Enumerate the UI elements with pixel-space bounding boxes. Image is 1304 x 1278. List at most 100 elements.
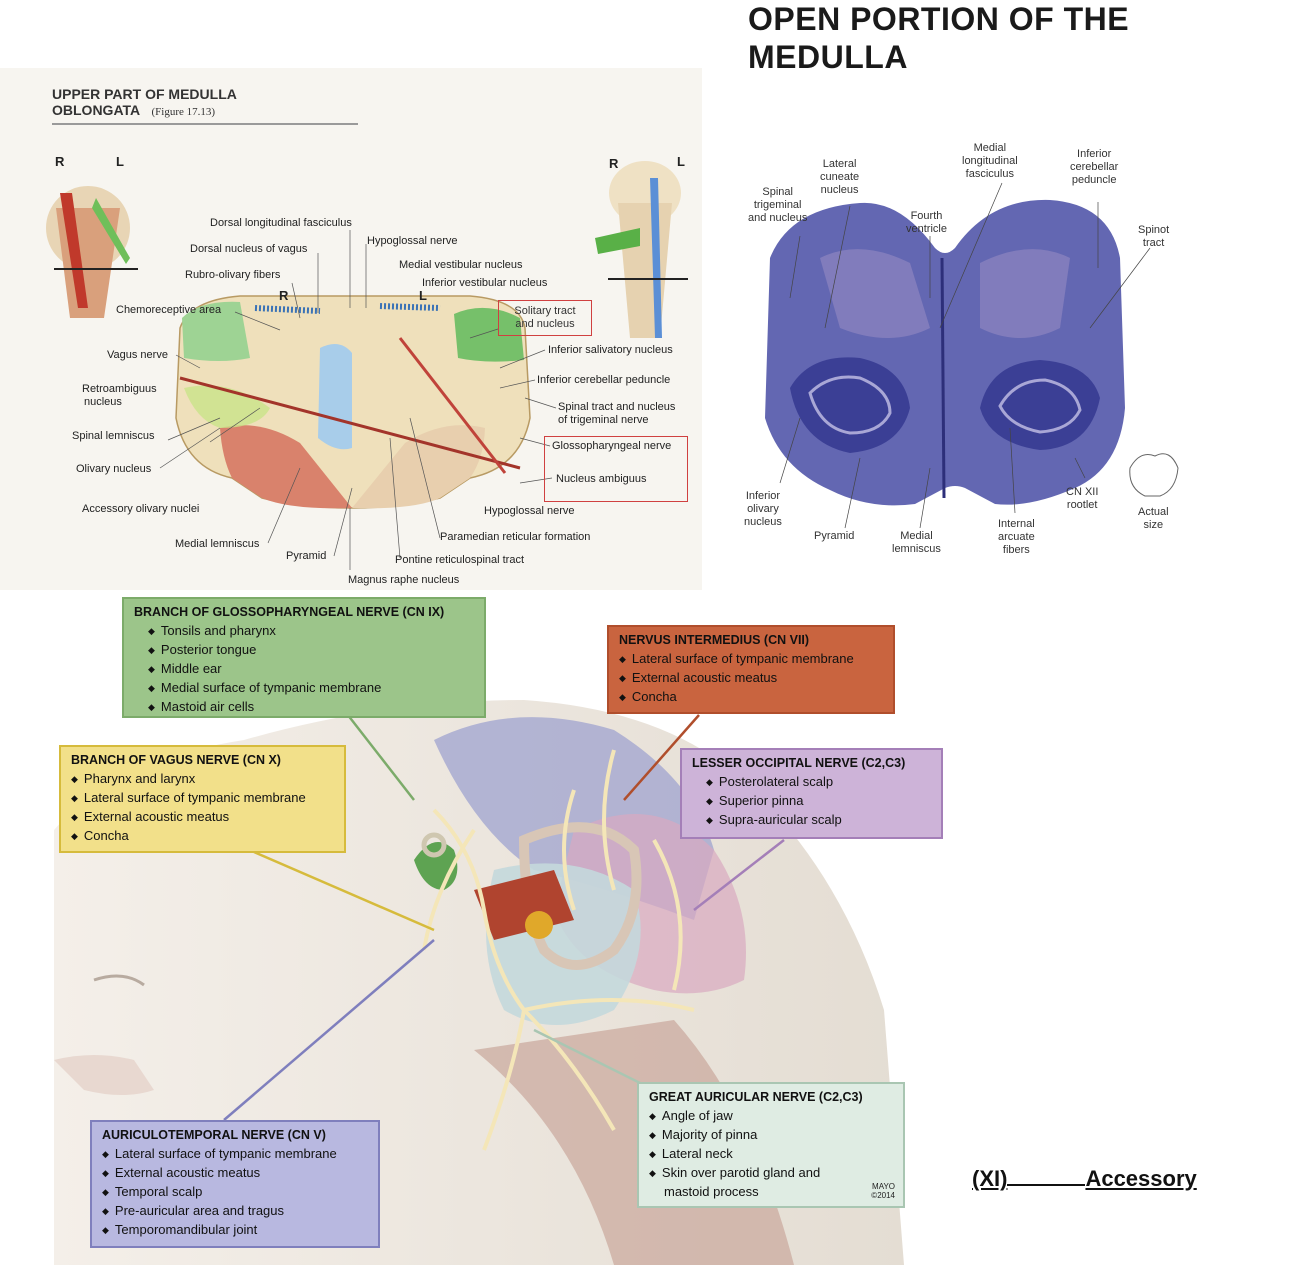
- stained-medulla-section: Spinal trigeminal and nucleus Lateral cu…: [730, 128, 1180, 573]
- label-l-right: L: [677, 154, 685, 169]
- figure-reference: (Figure 17.13): [151, 106, 216, 118]
- nervus-intermedius-box: NERVUS INTERMEDIUS (CN VII) Lateral surf…: [607, 625, 895, 714]
- accessory-numeral: (XI): [972, 1166, 1008, 1191]
- label-dorsal-longitudinal-fasciculus: Dorsal longitudinal fasciculus: [210, 217, 352, 229]
- label-vagus-nerve: Vagus nerve: [107, 349, 168, 361]
- label-spinal-trigeminal: Spinal trigeminal and nucleus: [748, 186, 808, 224]
- medulla-illustration: [46, 161, 688, 570]
- label-medial-lemniscus: Medial lemniscus: [175, 538, 260, 550]
- label-spinal-tract-line-1: Spinal tract and nucleus: [558, 401, 676, 413]
- auriculotemporal-title: AURICULOTEMPORAL NERVE (CN V): [102, 1128, 326, 1142]
- nervus-intermedius-list: Lateral surface of tympanic membrane Ext…: [619, 650, 883, 707]
- accessory-heading: (XI) Accessory: [972, 1166, 1197, 1192]
- page-heading: OPEN PORTION OF THE MEDULLA: [748, 0, 1129, 76]
- heading-line-2: MEDULLA: [748, 39, 908, 75]
- label-internal-arcuate: Internal arcuate fibers: [998, 518, 1035, 556]
- vagus-list: Pharynx and larynx Lateral surface of ty…: [71, 770, 334, 846]
- mayo-credit-line-1: MAYO: [872, 1182, 895, 1191]
- glossopharyngeal-item: Medial surface of tympanic membrane: [148, 679, 474, 698]
- label-glossopharyngeal-nerve: Glossopharyngeal nerve: [552, 440, 672, 452]
- nerve-paths: [422, 749, 695, 1151]
- label-section-pyramid: Pyramid: [814, 530, 855, 542]
- right-brainstem-thumbnail: [595, 161, 688, 338]
- label-olivary-nucleus: Olivary nucleus: [76, 463, 152, 475]
- label-l-mid: L: [419, 288, 427, 303]
- label-lateral-cuneate: Lateral cuneate nucleus: [820, 158, 860, 196]
- auriculotemporal-item: External acoustic meatus: [102, 1164, 368, 1183]
- glossopharyngeal-item: Tonsils and pharynx: [148, 622, 474, 641]
- auriculotemporal-item: Lateral surface of tympanic membrane: [102, 1145, 368, 1164]
- label-nucleus-ambiguus: Nucleus ambiguus: [556, 473, 647, 485]
- label-fourth-ventricle: Fourth ventricle: [906, 210, 947, 235]
- figure-title: UPPER PART OF MEDULLA OBLONGATA (Figure …: [52, 86, 358, 125]
- auriculotemporal-item: Temporomandibular joint: [102, 1221, 368, 1240]
- title-underline: [52, 123, 358, 125]
- lesser-occipital-box: LESSER OCCIPITAL NERVE (C2,C3) Posterola…: [680, 748, 943, 839]
- glossopharyngeal-list: Tonsils and pharynx Posterior tongue Mid…: [134, 622, 474, 717]
- heading-line-1: OPEN PORTION OF THE: [748, 1, 1130, 37]
- left-brainstem-thumbnail: [46, 186, 138, 318]
- great-auricular-item: Skin over parotid gland and: [649, 1164, 893, 1183]
- section-leader-lines: [779, 182, 1151, 529]
- nervus-intermedius-item: External acoustic meatus: [619, 669, 883, 688]
- vagus-connector: [253, 850, 435, 932]
- label-chemoreceptive-area: Chemoreceptive area: [116, 304, 222, 316]
- label-medial-vestibular-nucleus: Medial vestibular nucleus: [399, 259, 523, 271]
- label-pyramid: Pyramid: [286, 550, 327, 562]
- label-solitary-tract-line-1: Solitary tract: [514, 305, 576, 317]
- great-auricular-title: GREAT AURICULAR NERVE (C2,C3): [649, 1090, 863, 1104]
- glossopharyngeal-item: Mastoid air cells: [148, 698, 474, 717]
- auriculotemporal-connector: [223, 939, 435, 1121]
- lesser-occipital-list: Posterolateral scalp Superior pinna Supr…: [692, 773, 931, 830]
- label-inferior-salivatory-nucleus: Inferior salivatory nucleus: [548, 344, 673, 356]
- label-inferior-vestibular-nucleus: Inferior vestibular nucleus: [422, 277, 548, 289]
- label-dorsal-nucleus-vagus: Dorsal nucleus of vagus: [190, 243, 308, 255]
- vagus-box: BRANCH OF VAGUS NERVE (CN X) Pharynx and…: [59, 745, 346, 853]
- accessory-underline-gap: [1007, 1182, 1086, 1186]
- label-spinot-tract: Spinot tract: [1138, 224, 1170, 249]
- label-hypoglossal-nerve-bottom: Hypoglossal nerve: [484, 505, 575, 517]
- label-solitary-tract: Solitary tract and nucleus: [500, 305, 590, 331]
- label-hypoglossal-nerve-top: Hypoglossal nerve: [367, 235, 458, 247]
- great-auricular-list: Angle of jaw Majority of pinna Lateral n…: [649, 1107, 893, 1202]
- ear-innervation-illustration: BRANCH OF GLOSSOPHARYNGEAL NERVE (CN IX)…: [54, 590, 954, 1265]
- great-auricular-item-continuation: mastoid process: [664, 1184, 759, 1199]
- mayo-credit: MAYO ©2014: [871, 1182, 895, 1200]
- lesser-occipital-item: Supra-auricular scalp: [706, 811, 931, 830]
- label-l-left: L: [116, 154, 124, 169]
- great-auricular-box: GREAT AURICULAR NERVE (C2,C3) Angle of j…: [637, 1082, 905, 1208]
- vagus-title: BRANCH OF VAGUS NERVE (CN X): [71, 753, 281, 767]
- vagus-item: Lateral surface of tympanic membrane: [71, 789, 334, 808]
- lesser-occipital-title: LESSER OCCIPITAL NERVE (C2,C3): [692, 756, 906, 770]
- great-auricular-item: Lateral neck: [649, 1145, 893, 1164]
- label-solitary-tract-line-2: and nucleus: [515, 318, 575, 330]
- lesser-occipital-connector: [693, 839, 785, 911]
- label-spinal-tract-line-2: of trigeminal nerve: [558, 414, 649, 426]
- label-magnus-raphe-nucleus: Magnus raphe nucleus: [348, 574, 460, 586]
- leader-lines: [159, 230, 557, 570]
- figure-title-line-2: OBLONGATA: [52, 102, 140, 118]
- label-pontine-reticulospinal-tract: Pontine reticulospinal tract: [395, 554, 525, 566]
- nervus-intermedius-item: Lateral surface of tympanic membrane: [619, 650, 883, 669]
- label-inferior-cerebellar: Inferior cerebellar peduncle: [1070, 148, 1119, 186]
- actual-size-icon: [1129, 453, 1179, 497]
- accessory-word: Accessory: [1085, 1166, 1197, 1191]
- glossopharyngeal-box: BRANCH OF GLOSSOPHARYNGEAL NERVE (CN IX)…: [122, 597, 486, 718]
- lesser-occipital-item: Superior pinna: [706, 792, 931, 811]
- label-retroambiguus-line-2: nucleus: [84, 396, 122, 408]
- figure-title-line-1: UPPER PART OF MEDULLA: [52, 86, 237, 102]
- solitary-tract-highlight: [498, 300, 592, 336]
- intermedius-connector: [623, 714, 700, 801]
- auriculotemporal-box: AURICULOTEMPORAL NERVE (CN V) Lateral su…: [90, 1120, 380, 1248]
- auriculotemporal-item: Temporal scalp: [102, 1183, 368, 1202]
- label-actual-size: Actual size: [1138, 506, 1169, 531]
- vagus-item: External acoustic meatus: [71, 808, 334, 827]
- label-accessory-olivary-nuclei: Accessory olivary nuclei: [82, 503, 200, 515]
- glosso-connector: [343, 709, 415, 801]
- vagus-item: Concha: [71, 827, 334, 846]
- label-r-right: R: [609, 156, 619, 171]
- glossopharyngeal-title: BRANCH OF GLOSSOPHARYNGEAL NERVE (CN IX): [134, 605, 445, 619]
- label-inferior-olivary: Inferior olivary nucleus: [744, 490, 782, 528]
- great-auricular-item: Angle of jaw: [649, 1107, 893, 1126]
- label-rubro-olivary-fibers: Rubro-olivary fibers: [185, 269, 281, 281]
